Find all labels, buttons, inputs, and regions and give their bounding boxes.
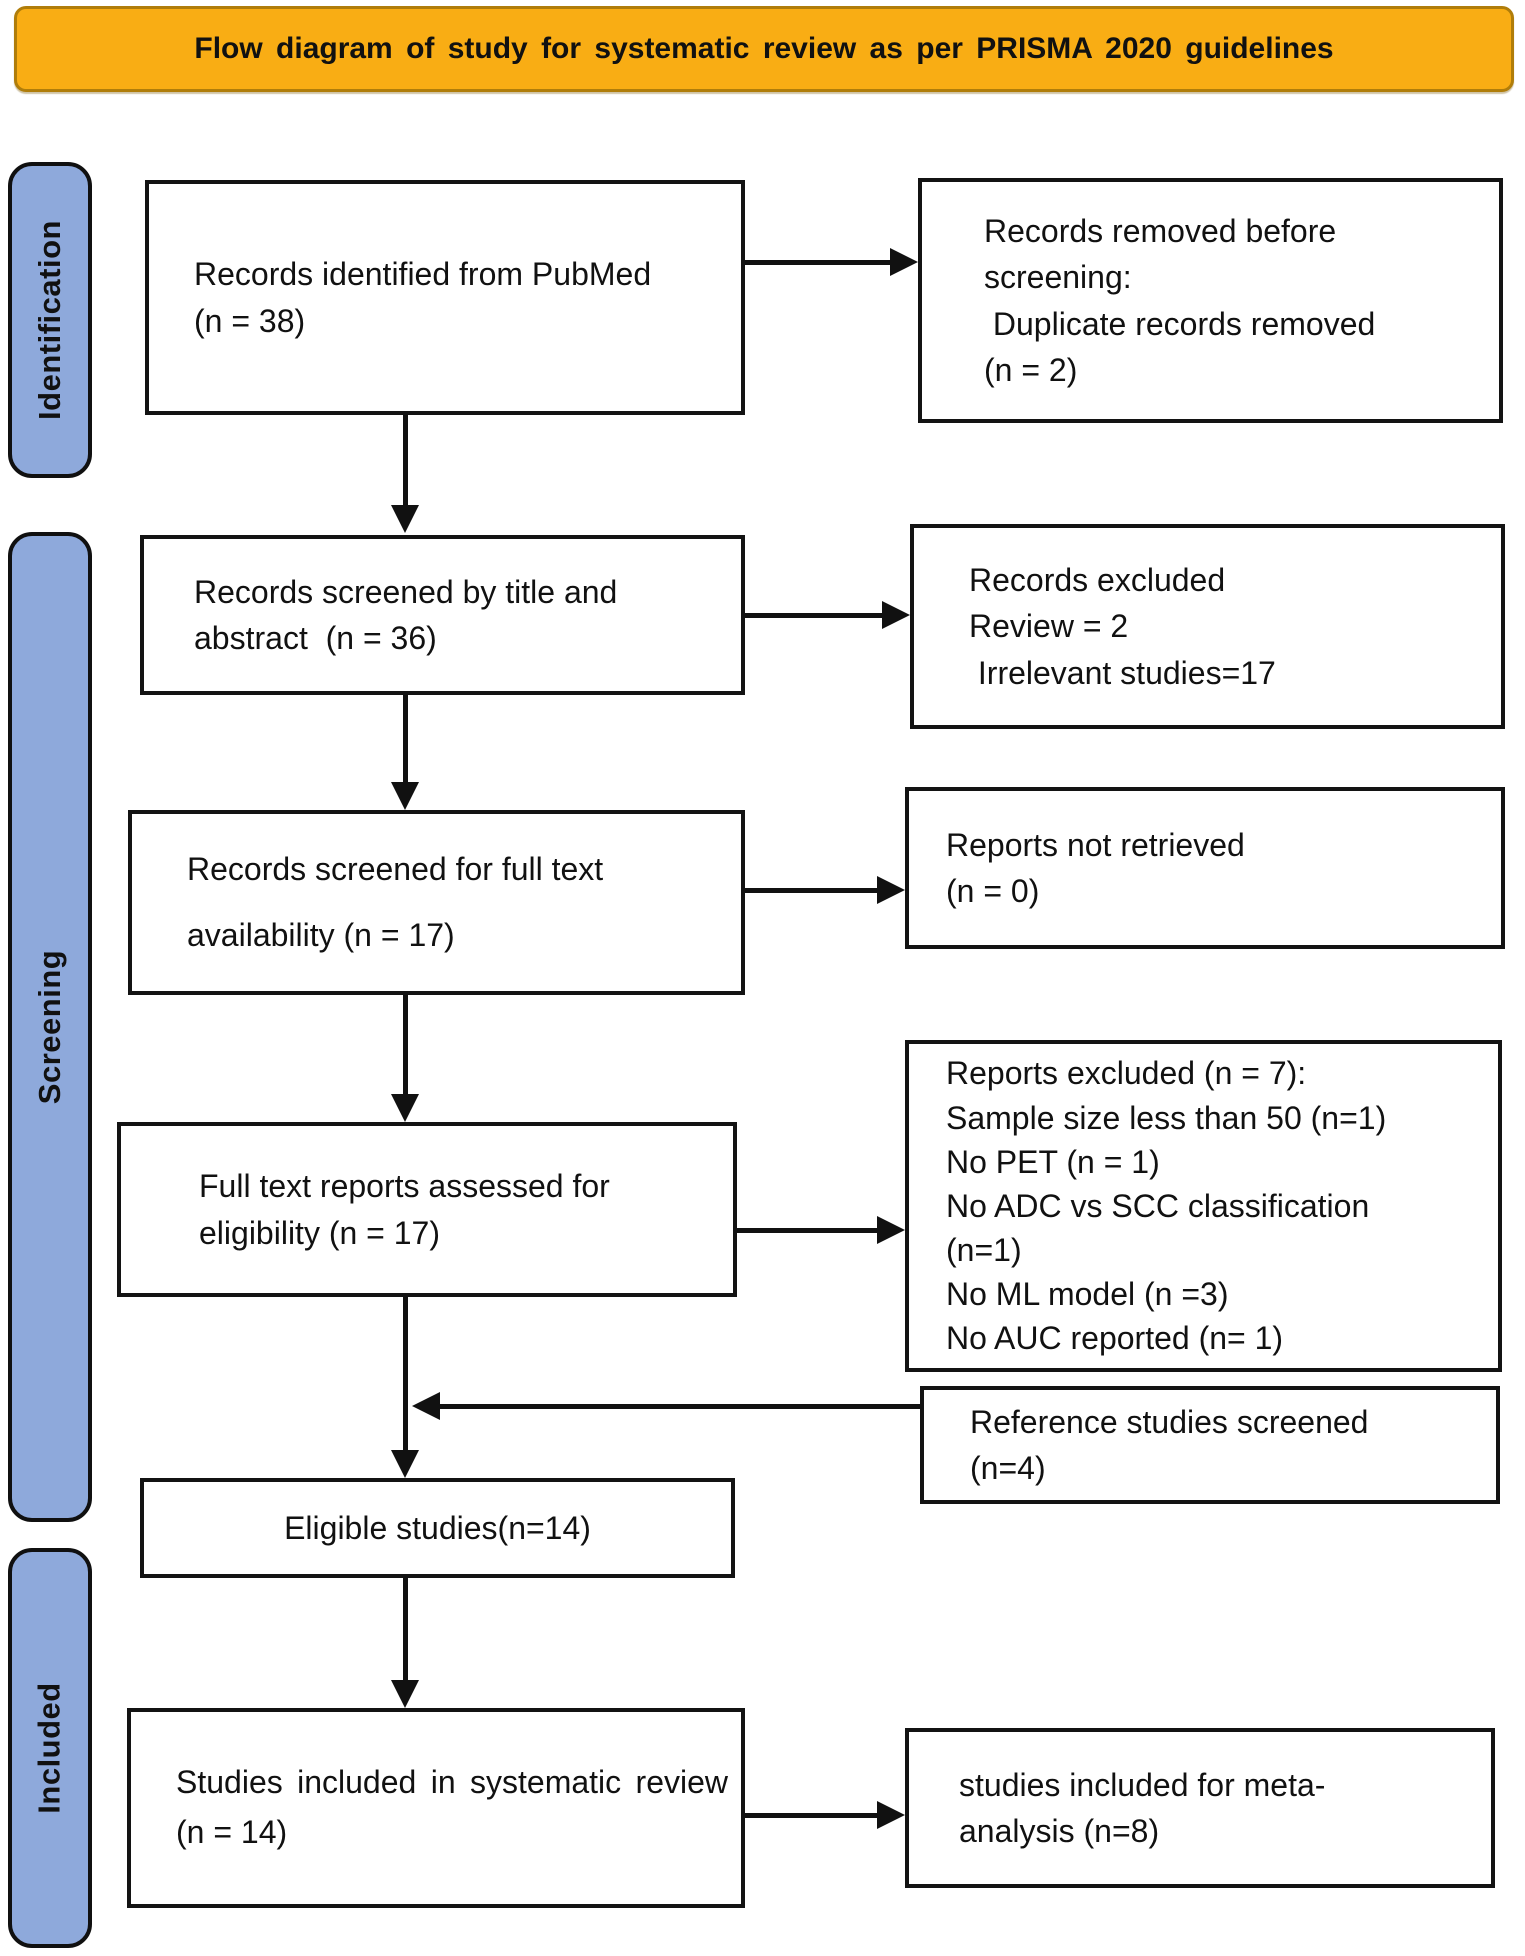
box-reports-not-retrieved: Reports not retrieved (n = 0) bbox=[905, 787, 1505, 949]
arrowhead-down-icon bbox=[391, 1450, 419, 1478]
arrow-eligible-to-systematic bbox=[391, 1578, 419, 1708]
arrowhead-right-icon bbox=[877, 1801, 905, 1829]
arrow-fulltext-to-assessed bbox=[391, 995, 419, 1122]
arrow-shaft bbox=[403, 1297, 408, 1452]
arrow-shaft bbox=[403, 995, 408, 1096]
box-records-screened-fulltext: Records screened for full text availabil… bbox=[128, 810, 745, 995]
box-text-line: Sample size less than 50 (n=1) bbox=[946, 1099, 1387, 1136]
box-text-line: Records identified from PubMed bbox=[194, 256, 652, 293]
stage-screening: Screening bbox=[8, 532, 92, 1522]
diagram-title: Flow diagram of study for systematic rev… bbox=[194, 32, 1334, 65]
arrow-shaft bbox=[438, 1404, 920, 1409]
arrow-shaft bbox=[745, 260, 892, 265]
box-text-line: Reference studies screened bbox=[970, 1403, 1369, 1440]
box-text-line: Reports excluded (n = 7): bbox=[946, 1055, 1307, 1092]
arrow-shaft bbox=[745, 888, 879, 893]
arrowhead-right-icon bbox=[877, 876, 905, 904]
arrow-identified-to-removed bbox=[745, 248, 918, 276]
box-records-screened-title: Records screened by title and abstract (… bbox=[140, 535, 745, 695]
arrow-shaft bbox=[737, 1228, 879, 1233]
arrow-screened-to-excluded bbox=[745, 601, 910, 629]
box-text-line: (n = 38) bbox=[194, 302, 306, 339]
stage-identification: Identification bbox=[8, 162, 92, 478]
arrowhead-right-icon bbox=[890, 248, 918, 276]
arrowhead-down-icon bbox=[391, 1680, 419, 1708]
box-records-removed: Records removed before screening: Duplic… bbox=[918, 178, 1503, 423]
arrow-screened-to-fulltext bbox=[391, 695, 419, 810]
box-text-line: abstract (n = 36) bbox=[194, 620, 437, 656]
arrowhead-down-icon bbox=[391, 505, 419, 533]
box-text-line: No AUC reported (n= 1) bbox=[946, 1320, 1284, 1357]
box-included-systematic: Studies included in systematic review (n… bbox=[127, 1708, 745, 1908]
box-records-identified: Records identified from PubMed (n = 38) bbox=[145, 180, 745, 415]
box-text-line: No PET (n = 1) bbox=[946, 1143, 1160, 1180]
stage-included-label: Included bbox=[32, 1682, 68, 1814]
arrow-shaft bbox=[403, 695, 408, 784]
box-text-line: Records excluded bbox=[969, 561, 1226, 598]
arrow-reference-to-flow bbox=[412, 1392, 920, 1420]
arrow-systematic-to-meta bbox=[745, 1801, 905, 1829]
arrow-identified-to-screened bbox=[391, 415, 419, 533]
box-included-meta: studies included for meta- analysis (n=8… bbox=[905, 1728, 1495, 1888]
stage-screening-label: Screening bbox=[32, 949, 68, 1105]
box-text-line: Reports not retrieved bbox=[946, 826, 1245, 863]
box-text-line: analysis (n=8) bbox=[959, 1813, 1160, 1849]
box-reference-studies: Reference studies screened (n=4) bbox=[920, 1386, 1500, 1504]
box-text-line: Irrelevant studies=17 bbox=[969, 654, 1276, 691]
box-eligible-studies: Eligible studies(n=14) bbox=[140, 1478, 735, 1578]
box-text-line: No ML model (n =3) bbox=[946, 1276, 1229, 1313]
box-text-line: (n=1) bbox=[946, 1232, 1022, 1269]
box-text-line: screening: bbox=[984, 259, 1132, 296]
arrow-assessed-to-excludedreports bbox=[737, 1216, 905, 1244]
box-text-line: Full text reports assessed for bbox=[199, 1168, 610, 1205]
box-text-line: Records screened for full text bbox=[187, 850, 604, 887]
arrowhead-right-icon bbox=[877, 1216, 905, 1244]
arrowhead-left-icon bbox=[412, 1392, 440, 1420]
box-text-line: Review = 2 bbox=[969, 608, 1129, 645]
box-text-line: studies included for meta- bbox=[959, 1766, 1326, 1803]
stage-included: Included bbox=[8, 1548, 92, 1948]
arrow-shaft bbox=[403, 415, 408, 507]
arrow-assessed-to-eligible bbox=[391, 1297, 419, 1478]
arrowhead-down-icon bbox=[391, 1094, 419, 1122]
box-text-line: availability (n = 17) bbox=[187, 916, 455, 953]
box-text-line: Duplicate records removed bbox=[984, 305, 1376, 342]
arrowhead-right-icon bbox=[882, 601, 910, 629]
arrow-shaft bbox=[403, 1578, 408, 1682]
box-records-excluded: Records excluded Review = 2 Irrelevant s… bbox=[910, 524, 1505, 729]
box-text-line: Records removed before bbox=[984, 212, 1337, 249]
arrowhead-down-icon bbox=[391, 782, 419, 810]
box-text-line: (n = 2) bbox=[984, 351, 1078, 388]
diagram-title-banner: Flow diagram of study for systematic rev… bbox=[14, 6, 1514, 92]
box-text-line: (n=4) bbox=[970, 1450, 1046, 1486]
box-text-line: No ADC vs SCC classification bbox=[946, 1187, 1370, 1224]
box-text-line: (n = 0) bbox=[946, 873, 1040, 909]
stage-identification-label: Identification bbox=[32, 220, 68, 420]
box-reports-excluded: Reports excluded (n = 7): Sample size le… bbox=[905, 1040, 1502, 1372]
arrow-shaft bbox=[745, 613, 884, 618]
box-text-line: Studies included in systematic review (n… bbox=[176, 1764, 737, 1850]
box-fulltext-assessed: Full text reports assessed for eligibili… bbox=[117, 1122, 737, 1297]
box-text-line: Eligible studies(n=14) bbox=[284, 1509, 591, 1546]
box-text-line: Records screened by title and bbox=[194, 573, 618, 610]
arrow-shaft bbox=[745, 1813, 879, 1818]
arrow-fulltext-to-notretrieved bbox=[745, 876, 905, 904]
box-text-line: eligibility (n = 17) bbox=[199, 1214, 440, 1251]
